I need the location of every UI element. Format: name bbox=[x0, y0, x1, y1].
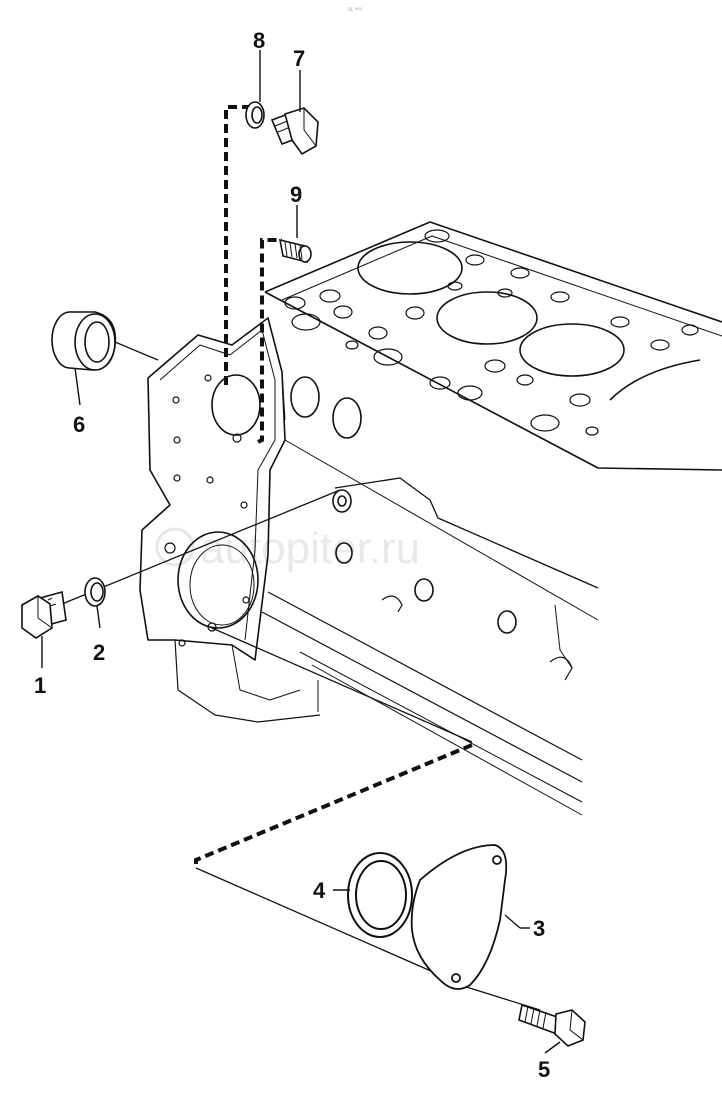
leader-lines bbox=[61, 105, 541, 1011]
callout-line-5 bbox=[544, 1041, 561, 1054]
cylinder-bore-3 bbox=[519, 323, 625, 377]
dashed-leader-3-4 bbox=[194, 743, 473, 868]
oil-port bbox=[332, 489, 352, 513]
crankshaft-bore bbox=[177, 531, 259, 629]
callout-1: 1 bbox=[34, 673, 46, 698]
cover-3 bbox=[410, 844, 521, 990]
header-mark: ᴳᴸ ⁰⁰⁰ bbox=[348, 7, 363, 14]
lower-skirt bbox=[174, 639, 321, 723]
callouts bbox=[41, 50, 561, 1054]
leader-1 bbox=[61, 489, 341, 605]
side-boss-1 bbox=[290, 376, 320, 418]
dashed-leader-8 bbox=[224, 105, 252, 385]
o-ring-4 bbox=[347, 852, 413, 938]
callout-9: 9 bbox=[290, 182, 302, 207]
sealing-washer-2 bbox=[84, 577, 106, 607]
sealing-washer-8 bbox=[245, 101, 265, 129]
callout-6: 6 bbox=[73, 412, 85, 437]
callout-line-6 bbox=[74, 367, 81, 406]
seal-6 bbox=[51, 311, 117, 371]
engine-block bbox=[139, 221, 722, 816]
callout-2: 2 bbox=[93, 640, 105, 665]
front-plate-holes bbox=[164, 374, 250, 647]
bolt-5 bbox=[518, 1003, 586, 1047]
dashed-leader-9 bbox=[257, 238, 282, 444]
side-boss-2 bbox=[332, 397, 362, 439]
callout-5: 5 bbox=[538, 1057, 550, 1082]
callout-3: 3 bbox=[533, 916, 545, 941]
callout-4: 4 bbox=[313, 878, 326, 903]
front-plate bbox=[139, 317, 286, 661]
plug-7 bbox=[270, 107, 319, 156]
leader-6 bbox=[114, 341, 159, 361]
cylinder-bore-2 bbox=[436, 291, 538, 345]
deck-holes bbox=[284, 229, 699, 436]
block-top-deck bbox=[264, 221, 722, 471]
callout-7: 7 bbox=[293, 46, 305, 71]
callout-8: 8 bbox=[253, 28, 265, 53]
set-screw-9 bbox=[278, 238, 312, 264]
oil-gallery-line bbox=[334, 477, 599, 589]
cylinder-bore-1 bbox=[357, 241, 463, 295]
callout-line-2 bbox=[96, 605, 101, 629]
cylinder-bore-4 bbox=[609, 359, 701, 401]
camshaft-bore bbox=[211, 374, 261, 436]
watermark-text: autopiter.ru bbox=[200, 524, 420, 573]
plug-1 bbox=[21, 590, 67, 639]
